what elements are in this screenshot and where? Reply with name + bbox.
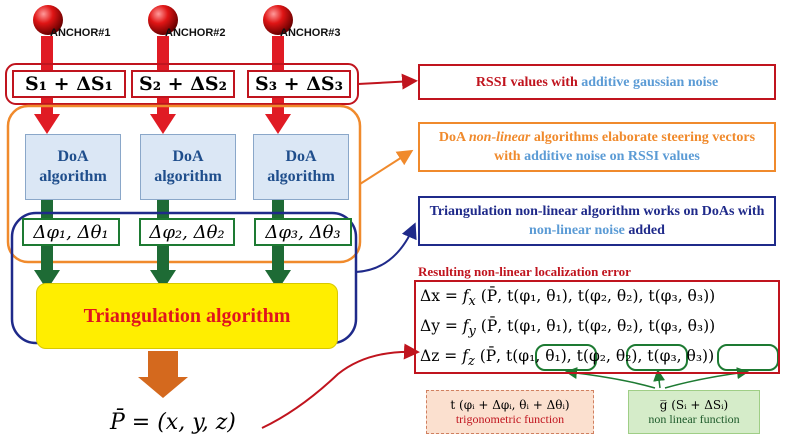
- doa-block-1-line2: algorithm: [39, 168, 107, 185]
- anchor-3-icon: [263, 5, 293, 35]
- triangulation-callout: Triangulation non-linear algorithm works…: [418, 196, 776, 246]
- error-equation-x-f: f: [462, 287, 469, 305]
- error-equation-y-f: f: [462, 317, 469, 335]
- legend-nonlinear-caption: non linear function: [648, 411, 740, 426]
- angle-term-2: Δφ₂, Δθ₂: [139, 218, 235, 246]
- error-equation-z-f: f: [462, 347, 468, 365]
- doa-block-2-line1: DoA: [172, 148, 204, 165]
- triangulation-callout-text: Triangulation non-linear algorithm works…: [428, 202, 766, 240]
- legend-trig-formula: t (φᵢ + Δφᵢ, θᵢ + Δθᵢ): [450, 397, 570, 412]
- doa-block-2-line2: algorithm: [154, 168, 222, 185]
- anchor-2-icon: [148, 5, 178, 35]
- doa-block-1-line1: DoA: [57, 148, 89, 165]
- error-equation-y: Δy = fy (P̄, t(φ₁, θ₁), t(φ₂, θ₂), t(φ₃,…: [420, 317, 715, 339]
- legend-nonlinear-formula: g̅ (Sᵢ + ΔSᵢ): [659, 397, 729, 412]
- doa-callout-part1: DoA: [438, 130, 469, 145]
- triangulation-callout-part1: Triangulation non-linear algorithm works…: [429, 204, 765, 219]
- error-equation-x-sub: x: [468, 294, 476, 310]
- rssi-callout-part2: additive gaussian noise: [581, 74, 719, 90]
- angle-term-1: Δφ₁, Δθ₁: [22, 218, 120, 246]
- triangulation-label: Triangulation algorithm: [83, 304, 291, 327]
- doa-block-3-line1: DoA: [285, 148, 317, 165]
- doa-callout: DoA non-linear algorithms elaborate stee…: [418, 122, 776, 172]
- error-equation-x: Δx = fx (P̄, t(φ₁, θ₁), t(φ₂, θ₂), t(φ₃,…: [420, 287, 715, 309]
- error-equation-z-sub: z: [467, 354, 475, 370]
- doa-block-3-line2: algorithm: [267, 168, 335, 185]
- error-equation-z-args: (P̄, t(φ₁, θ₁), t(φ₂, θ₂), t(φ₃, θ₃)): [474, 347, 715, 365]
- error-equation-z-lhs: Δz =: [420, 347, 463, 365]
- doa-callout-part3: additive noise on RSSI values: [524, 149, 700, 164]
- error-box: [414, 280, 780, 374]
- doa-callout-italic: non-linear: [468, 130, 531, 145]
- rssi-term-2: S₂ + ΔS₂: [131, 70, 235, 98]
- error-equation-y-lhs: Δy =: [420, 317, 463, 335]
- rssi-callout-part1: RSSI values with: [475, 74, 582, 90]
- rssi-callout: RSSI values with additive gaussian noise: [418, 64, 776, 100]
- error-connector: [261, 343, 420, 429]
- triangulation-block: Triangulation algorithm: [36, 283, 338, 349]
- doa-callout-text: DoA non-linear algorithms elaborate stee…: [428, 128, 766, 166]
- error-equation-z: Δz = fz (P̄, t(φ₁, θ₁), t(φ₂, θ₂), t(φ₃,…: [420, 347, 714, 369]
- error-title: Resulting non-linear localization error: [418, 264, 631, 279]
- rssi-term-3: S₃ + ΔS₃: [247, 70, 351, 98]
- angle-term-3: Δφ₃, Δθ₃: [254, 218, 352, 246]
- legend-arrows: [565, 367, 749, 389]
- rssi-connector: [357, 73, 418, 90]
- rssi-callout-text: RSSI values with additive gaussian noise: [476, 73, 718, 92]
- anchor-2-label: ANCHOR#2: [165, 27, 226, 39]
- legend-nonlinear: g̅ (Sᵢ + ΔSᵢ) non linear function: [628, 390, 760, 434]
- doa-block-2: DoA algorithm: [140, 134, 236, 200]
- error-equation-x-lhs: Δx =: [420, 287, 463, 305]
- doa-block-1: DoA algorithm: [25, 134, 121, 200]
- triangulation-callout-part3: added: [624, 223, 665, 238]
- legend-trig-caption: trigonometric function: [455, 411, 565, 426]
- doa-block-3: DoA algorithm: [253, 134, 349, 200]
- output-arrow: [138, 351, 188, 398]
- error-equation-x-args: (P̄, t(φ₁, θ₁), t(φ₂, θ₂), t(φ₃, θ₃)): [475, 287, 716, 305]
- doa-connector: [359, 149, 414, 185]
- triangulation-connector: [355, 222, 417, 273]
- rssi-term-1: S₁ + ΔS₁: [12, 70, 126, 98]
- anchor-1-label: ANCHOR#1: [50, 27, 111, 39]
- doa-callout-part2: algorithms elaborate steering vectors wi…: [494, 130, 756, 164]
- output-equation: P̄ = (x, y, z): [110, 410, 236, 435]
- legend-trig: t (φᵢ + Δφᵢ, θᵢ + Δθᵢ) trigonometric fun…: [426, 390, 594, 434]
- error-equation-y-args: (P̄, t(φ₁, θ₁), t(φ₂, θ₂), t(φ₃, θ₃)): [475, 317, 716, 335]
- triangulation-callout-part2: non-linear noise: [529, 223, 625, 238]
- anchor-3-label: ANCHOR#3: [280, 27, 341, 39]
- anchor-1-icon: [33, 5, 63, 35]
- error-equation-y-sub: y: [468, 324, 476, 340]
